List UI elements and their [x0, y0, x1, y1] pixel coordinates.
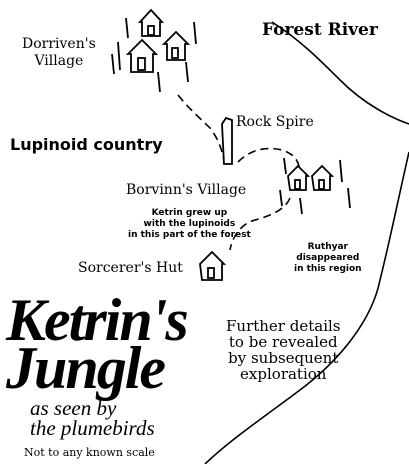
- trail-dashed-2: [237, 147, 301, 176]
- trail-dashed: [177, 94, 225, 161]
- ruthyar-note-label: Ruthyar disappeared in this region: [294, 242, 362, 274]
- dorriven-village-label: Dorriven's Village: [22, 36, 96, 69]
- borvinn-trees: [279, 157, 351, 215]
- map-title: Ketrin's Jungle: [6, 287, 189, 401]
- rock-spire-icon: [221, 116, 233, 165]
- forest-river-bank: [204, 151, 409, 464]
- scale-note-label: Not to any known scale: [24, 446, 155, 459]
- borvinn-village-label: Borvinn's Village: [126, 182, 247, 198]
- trail-dashed-3: [229, 197, 291, 251]
- borvinn-huts: [287, 164, 335, 191]
- sorcerer-hut-label: Sorcerer's Hut: [78, 260, 183, 276]
- rock-spire-label: Rock Spire: [236, 114, 314, 130]
- sorcerer-hut-icon: [199, 250, 227, 281]
- map-subtitle: as seen by the plumebirds: [30, 396, 155, 440]
- forest-river-label: Forest River: [262, 20, 378, 40]
- dorriven-trees: [111, 17, 197, 93]
- dorriven-huts: [125, 8, 191, 73]
- ketrin-note-label: Ketrin grew up with the lupinoids in thi…: [128, 208, 251, 240]
- lupinoid-country-label: Lupinoid country: [10, 135, 163, 154]
- further-details-label: Further details to be revealed by subseq…: [226, 317, 341, 383]
- forest-river-line: [271, 21, 409, 125]
